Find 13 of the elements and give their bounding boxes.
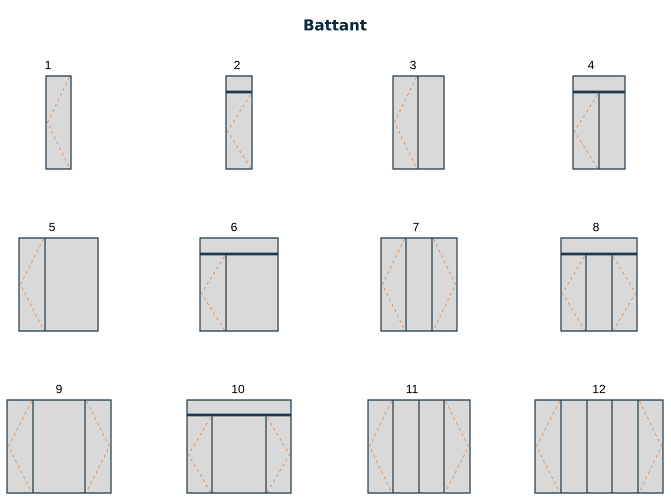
window-number: 7	[413, 222, 419, 232]
window-number: 4	[588, 60, 594, 70]
window-number: 3	[410, 60, 416, 70]
window-number: 10	[232, 384, 244, 394]
window-number: 2	[234, 60, 240, 70]
title: Battant	[304, 19, 367, 31]
window-number: 12	[593, 384, 606, 394]
window-number: 1	[46, 60, 51, 70]
window-number: 6	[231, 222, 237, 232]
window-number: 5	[49, 222, 55, 232]
window-number: 9	[56, 384, 62, 394]
window-number: 8	[593, 222, 599, 232]
window-number: 11	[406, 384, 418, 394]
